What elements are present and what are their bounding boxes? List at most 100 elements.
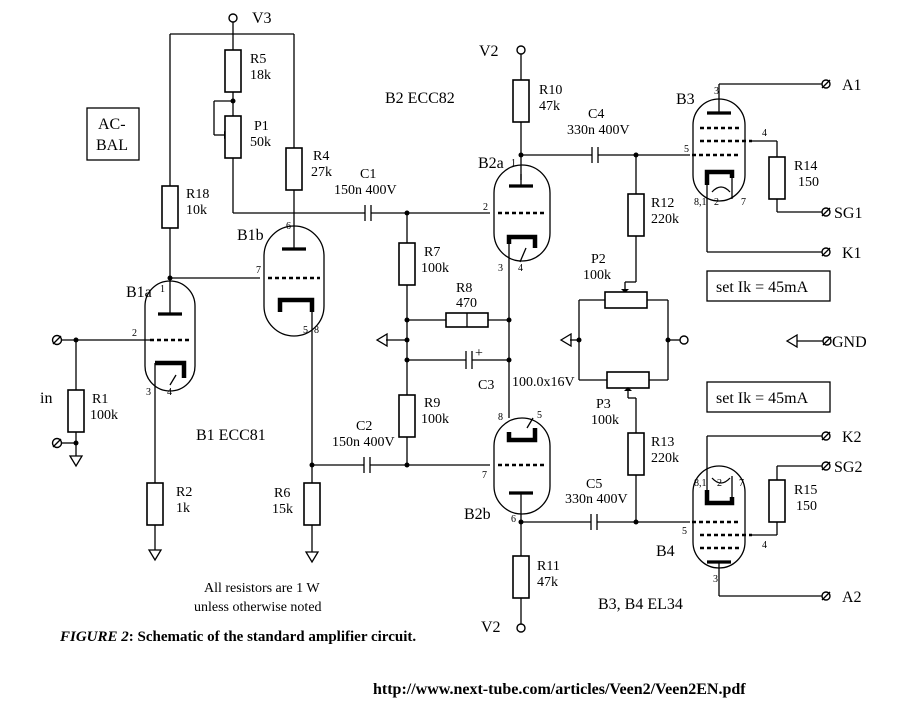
r9-name: R9: [424, 396, 440, 411]
in-label: in: [40, 390, 52, 407]
b4-pin7: 7: [739, 478, 744, 489]
b2b-label: B2b: [464, 506, 491, 523]
b4-pin2: 2: [717, 478, 722, 489]
r6-value: 15k: [272, 502, 293, 517]
r7-value: 100k: [421, 261, 449, 276]
ground-arrow-icon: [559, 332, 572, 348]
b4-label: B4: [656, 543, 675, 560]
acbal-line1: AC-: [98, 116, 126, 133]
ground-icon: [304, 551, 320, 564]
r10-name: R10: [539, 83, 562, 98]
r18-name: R18: [186, 187, 209, 202]
b1b-pin6: 6: [286, 221, 291, 232]
r4-value: 27k: [311, 165, 332, 180]
b1a-pin4: 4: [167, 387, 172, 398]
set-ik-2-label: set Ik = 45mA: [716, 390, 809, 407]
c2-capacitor: C2 150n 400V: [312, 419, 490, 473]
r4-resistor: R4 27k: [285, 34, 332, 233]
r15-value: 150: [796, 499, 817, 514]
note-line2: unless otherwise noted: [194, 600, 322, 615]
v2-top-supply: V2 R10 47k: [479, 43, 562, 180]
c3-name: C3: [478, 378, 494, 393]
b3-pin81: 8,1: [694, 197, 707, 208]
b1-type-label: B1 ECC81: [196, 427, 266, 444]
bias-network: + R7 100k R8 470 C3 100.0x16V R9 100k: [375, 213, 575, 465]
p1-name: P1: [254, 119, 269, 134]
set-ik-box-2: set Ik = 45mA: [706, 381, 831, 413]
c1-value: 150n 400V: [334, 183, 397, 198]
c2-name: C2: [356, 419, 372, 434]
b2a-tube: 1 2 3 4 B2a: [478, 155, 551, 418]
r5-resistor: R5 18k: [224, 34, 271, 116]
b2a-pin4: 4: [518, 263, 523, 274]
acbal-line2: BAL: [96, 137, 128, 154]
c3-value: 100.0x16V: [512, 375, 575, 390]
note-line1: All resistors are 1 W: [204, 581, 320, 596]
set-ik-1-label: set Ik = 45mA: [716, 279, 809, 296]
p3-name: P3: [596, 397, 611, 412]
sg2-label: SG2: [834, 459, 862, 476]
p3-value: 100k: [591, 413, 619, 428]
b3-pin2: 2: [714, 197, 719, 208]
b2a-pin1: 1: [511, 158, 516, 169]
b2b-pin5: 5: [537, 410, 542, 421]
p1-potentiometer: P1 50k: [213, 100, 365, 214]
gnd-terminal: GND: [785, 333, 867, 351]
c5-name: C5: [586, 477, 602, 492]
r11-value: 47k: [537, 575, 558, 590]
a2-label: A2: [842, 589, 862, 606]
b1a-label: B1a: [126, 284, 152, 301]
c2-value: 150n 400V: [332, 435, 395, 450]
r2-resistor: R2 1k: [146, 482, 192, 562]
ac-bal-box: AC- BAL: [86, 107, 140, 161]
ground-icon: [147, 549, 163, 562]
figure-caption-text: : Schematic of the standard amplifier ci…: [129, 629, 417, 645]
r7-name: R7: [424, 245, 440, 260]
r11-resistor: R11 47k V2: [481, 555, 560, 636]
r2-name: R2: [176, 485, 192, 500]
k1-label: K1: [842, 245, 862, 262]
r13-value: 220k: [651, 451, 679, 466]
c3-plus-sign: +: [475, 346, 483, 361]
k2-label: K2: [842, 429, 862, 446]
b3-pin7: 7: [741, 197, 746, 208]
b1a-pin2: 2: [132, 328, 137, 339]
p1-value: 50k: [250, 135, 271, 150]
r14-value: 150: [798, 175, 819, 190]
r6-name: R6: [274, 486, 290, 501]
b3-pin4: 4: [762, 128, 767, 139]
ground-icon: [68, 455, 84, 468]
r14-name: R14: [794, 159, 817, 174]
r12-name: R12: [651, 196, 674, 211]
v3-supply: V3: [170, 10, 294, 35]
b3-tube: 3 4 5 8,1 2 7 B3 A1 SG1 K1 R14 150: [676, 77, 862, 262]
b1a-pin3: 3: [146, 387, 151, 398]
r1-name: R1: [92, 392, 108, 407]
figure-caption-label: FIGURE 2: [59, 629, 129, 645]
b2a-pin2: 2: [483, 202, 488, 213]
r12-value: 220k: [651, 212, 679, 227]
p2-name: P2: [591, 252, 606, 267]
r4-name: R4: [313, 149, 329, 164]
b2a-label: B2a: [478, 155, 504, 172]
b3-pin5: 5: [684, 144, 689, 155]
b4-pin5: 5: [682, 526, 687, 537]
r10-value: 47k: [539, 99, 560, 114]
ground-arrow-icon: [375, 332, 388, 348]
b2b-tube: 8 5 7 6 B2b: [464, 410, 551, 560]
b1a-tube: 1 2 3 4 B1a: [62, 280, 196, 483]
a1-label: A1: [842, 77, 862, 94]
b2b-pin6: 6: [511, 514, 516, 525]
v2-bottom-label: V2: [481, 619, 501, 636]
b2-type-label: B2 ECC82: [385, 90, 455, 107]
figure-caption: FIGURE 2: Schematic of the standard ampl…: [59, 629, 416, 645]
b4-pin4: 4: [762, 540, 767, 551]
r5-name: R5: [250, 52, 266, 67]
b4-tube: 8,1 2 7 5 4 3 B4 K2 SG2 A2 R15 150: [656, 429, 862, 606]
output-bias-network: R12 220k P2 100k P3 100k R13 220k: [559, 155, 689, 522]
c5-value: 330n 400V: [565, 492, 628, 507]
v3-label: V3: [252, 10, 272, 27]
r15-name: R15: [794, 483, 817, 498]
r6-resistor: R6 15k: [272, 462, 321, 564]
